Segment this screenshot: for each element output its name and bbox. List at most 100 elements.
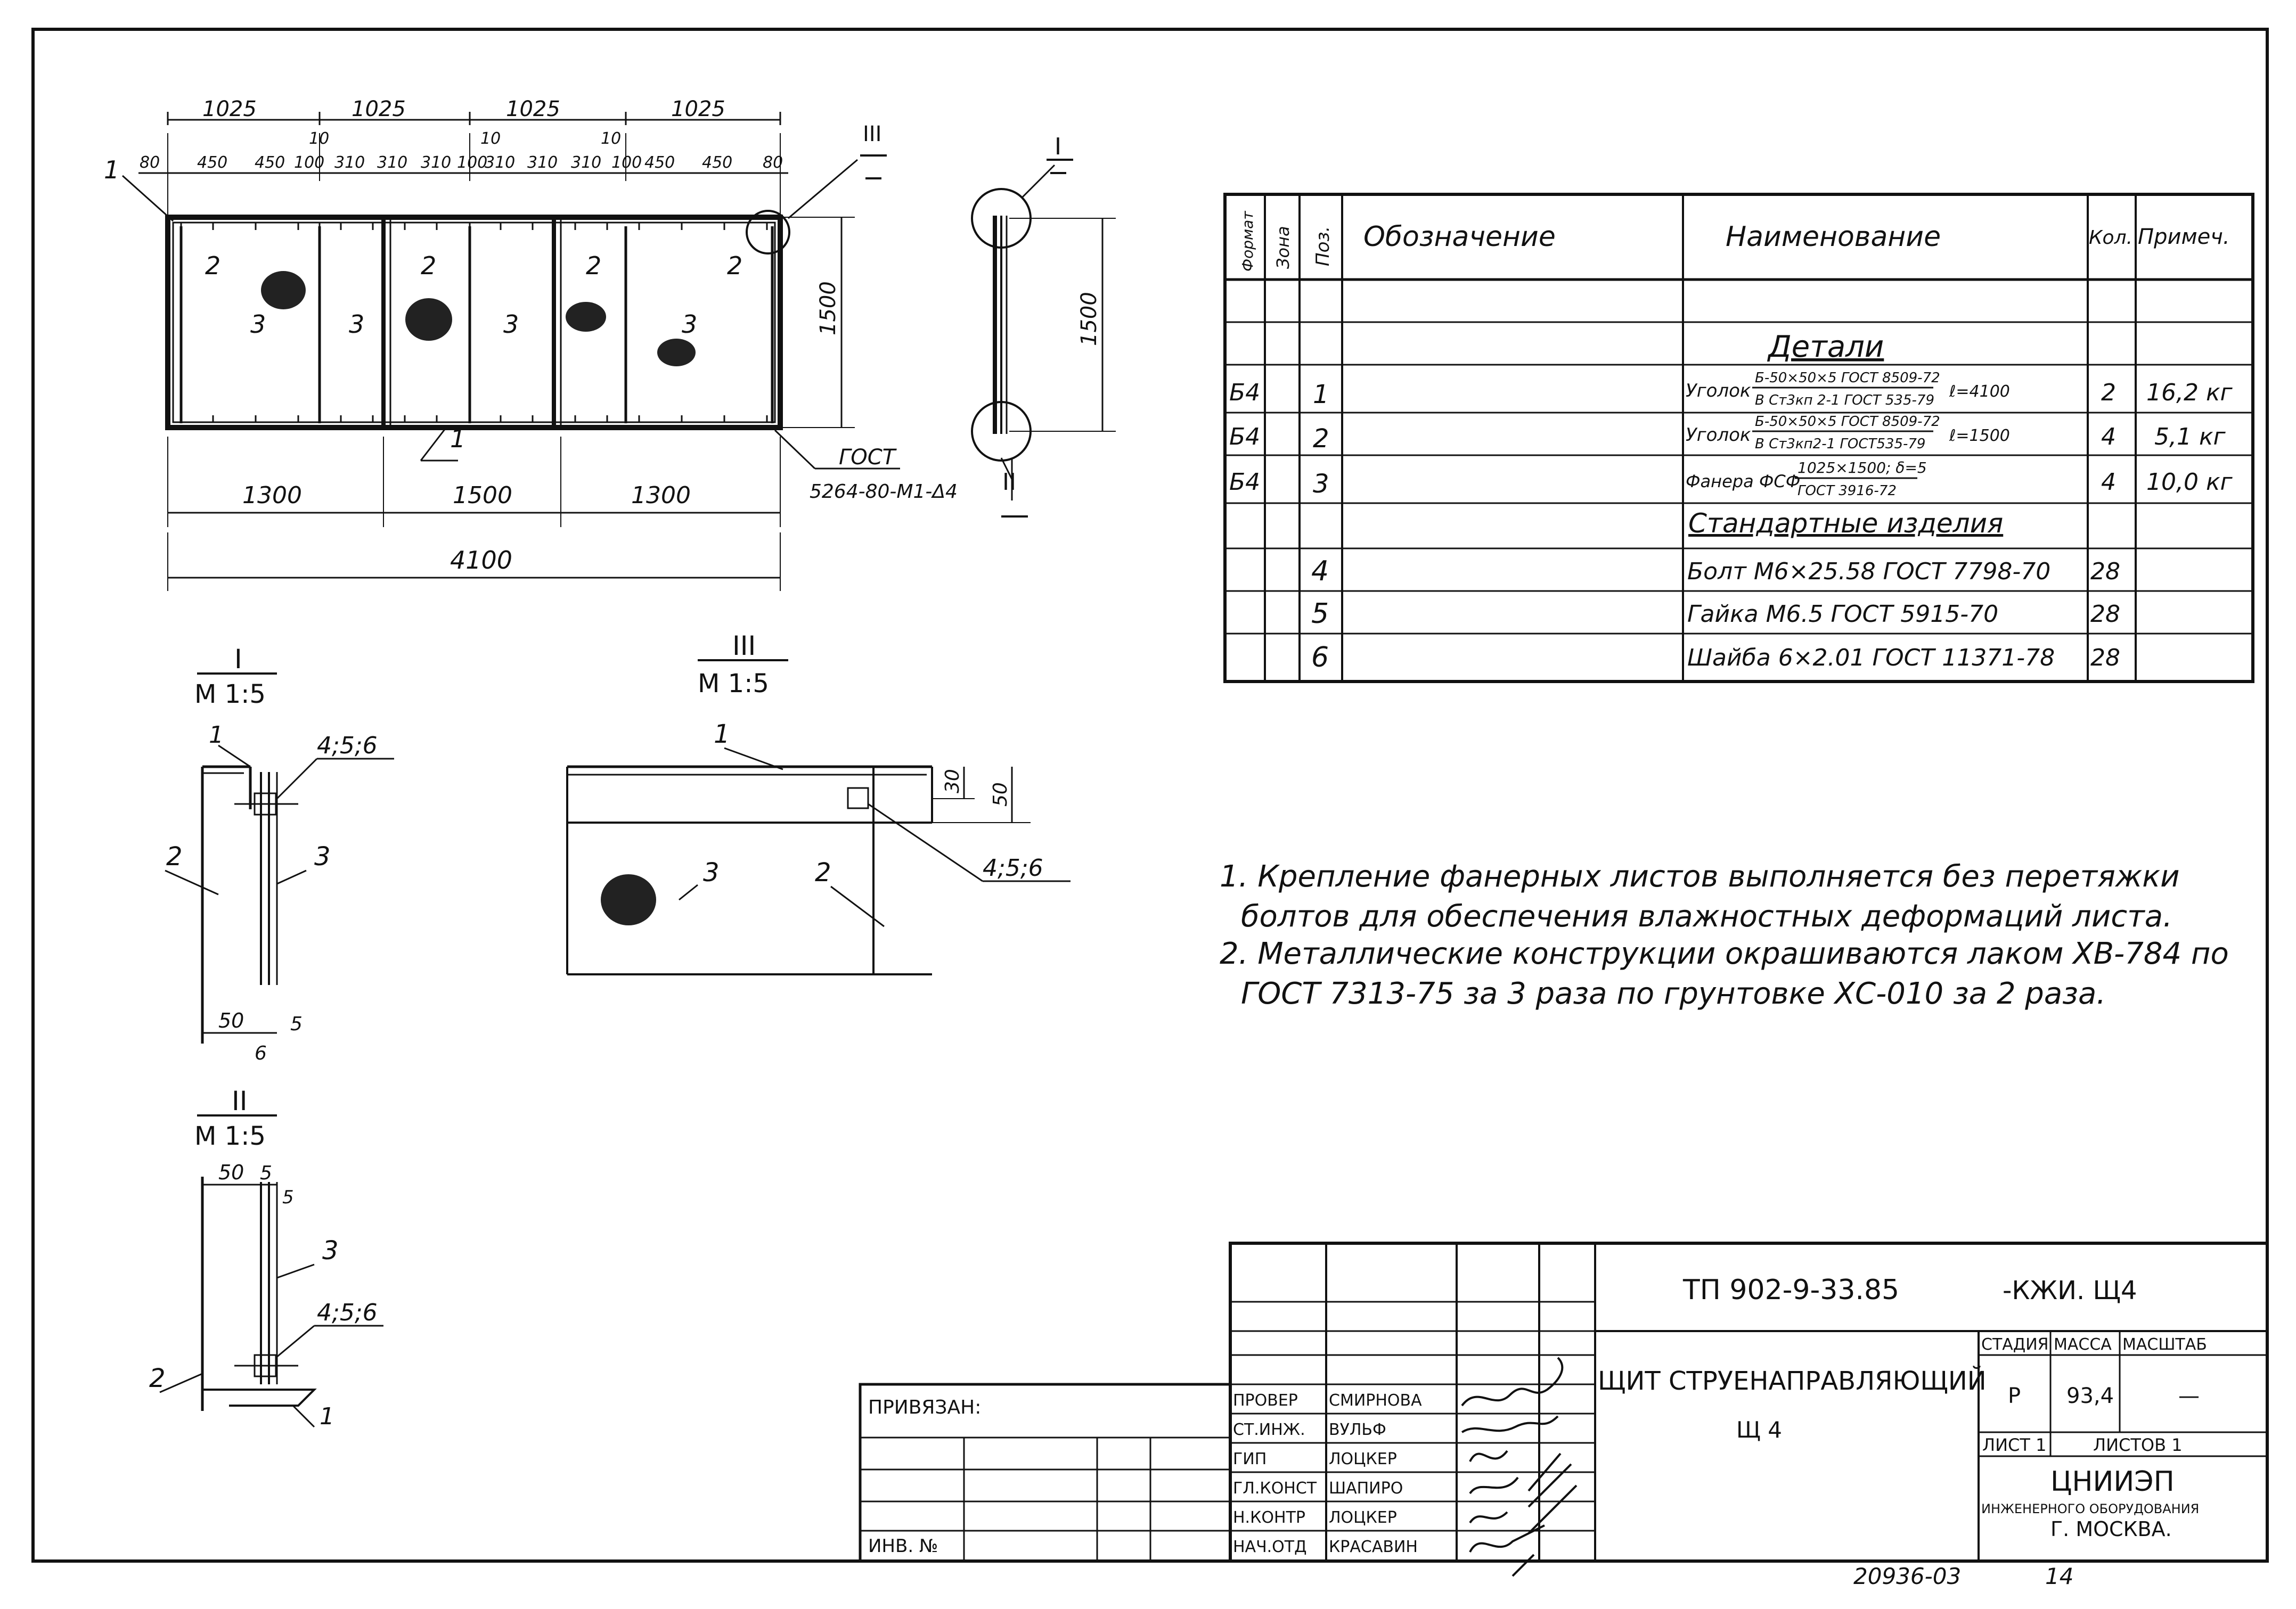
tb-name-4: ШАПИРО [1329,1479,1403,1498]
row3-note: 10,0 кг [2146,469,2233,496]
row3-format: Б4 [1229,469,1260,496]
row1-frac-top: Б-50×50×5 ГОСТ 8509-72 [1755,370,1940,386]
row1-name: Уголок [1686,380,1751,401]
sub-dim-14: 450 [702,153,732,172]
tb-role-6: НАЧ.ОТД [1233,1538,1307,1556]
row1-format: Б4 [1229,379,1260,406]
detail-I-scale: М 1:5 [194,679,266,709]
footer-page: 14 [2045,1563,2073,1589]
detail-I-label-3: 3 [314,842,331,872]
tb-stage-label: СТАДИЯ [1981,1335,2049,1354]
row2-suffix: ℓ=1500 [1949,426,2010,445]
row2-frac-top: Б-50×50×5 ГОСТ 8509-72 [1755,414,1940,430]
hdr-name: Наименование [1726,221,1941,253]
row2-qty: 4 [2101,423,2116,450]
tb-role-2: СТ.ИНЖ. [1233,1421,1305,1439]
detail-I-label-456: 4;5;6 [317,732,378,759]
tb-org-sub: ИНЖЕНЕРНОГО ОБОРУДОВАНИЯ [1981,1501,2199,1516]
sub-dim-13: 450 [644,153,675,172]
sub-dim-4: 100 [294,153,324,172]
pos-label-1-bottom: 1 [450,424,465,453]
row6-qty: 28 [2090,644,2120,671]
tb-sheet: ЛИСТ 1 [1982,1435,2046,1455]
sub-dim-8: 100 [457,153,487,172]
tb-name-5: ЛОЦКЕР [1329,1508,1397,1527]
detail-I: I М 1:5 1 4;5;6 2 3 50 5 6 [165,644,394,1064]
tb-scale-label: МАСШТАБ [2122,1335,2207,1354]
detail-I-dim-50: 50 [218,1009,244,1032]
inv-label: ИНВ. № [868,1536,938,1557]
top-dim-4: 1025 [671,97,725,121]
hdr-qty: Кол. [2089,227,2132,249]
main-view: III 1025 1025 1025 1025 80 450 450 100 3… [104,97,958,591]
row1-pos: 1 [1313,380,1329,409]
tb-title: ЩИТ СТРУЕНАПРАВЛЯЮЩИЙ [1598,1366,1987,1396]
detail-II-label-2: 2 [149,1364,166,1393]
top-dim-3: 1025 [506,97,560,121]
ten-1: 10 [309,129,329,148]
detail-III-scale: М 1:5 [698,669,769,699]
gost-note-1: ГОСТ [839,445,897,470]
detail-II-label-1: 1 [320,1403,334,1430]
row4-pos: 4 [1311,555,1329,587]
note-line-1: 1. Крепление фанерных листов выполняется… [1220,859,2180,894]
pos-label-3b: 3 [349,310,364,339]
bottom-dim-1: 1300 [242,482,302,509]
detail-II-label-456: 4;5;6 [317,1299,378,1326]
row5-pos: 5 [1311,598,1329,630]
tb-mass-label: МАССА [2054,1335,2112,1354]
spec-table: Формат Зона Поз. Обозначение Наименовани… [1223,193,2254,683]
detail-III-label-456: 4;5;6 [983,855,1043,882]
row2-note: 5,1 кг [2154,423,2226,450]
tb-role-4: ГЛ.КОНСТ [1233,1479,1317,1498]
hdr-zone: Зона [1273,226,1293,269]
row1-note: 16,2 кг [2146,379,2233,406]
height-dim: 1500 [816,281,840,335]
tb-role-1: ПРОВЕР [1233,1391,1298,1410]
tb-code: ТП 902-9-33.85 [1682,1274,1899,1306]
tb-stage: Р [2008,1384,2021,1408]
sub-dim-3: 450 [255,153,285,172]
tb-org: ЦНИИЭП [2050,1466,2175,1498]
detail-III: III М 1:5 30 50 1 3 2 4;5;6 [566,630,1071,975]
pos-label-2d: 2 [727,251,742,280]
detail-II-dim-5b: 5 [282,1187,294,1208]
detail-III-label-3: 3 [703,858,720,888]
sub-dim-10: 310 [527,153,558,172]
ten-3: 10 [601,129,621,148]
tb-name-3: ЛОЦКЕР [1329,1450,1397,1468]
tb-mass: 93,4 [2066,1384,2114,1408]
title-block: ПРИВЯЗАН: ИНВ. № ТП 902-9-33.85 -КЖИ. Щ4… [859,1242,2269,1577]
detail-I-label-2: 2 [166,842,183,872]
general-notes: 1. Крепление фанерных листов выполняется… [1220,859,2229,1011]
detail-II-dim-50: 50 [218,1161,244,1184]
bottom-dim-3: 1300 [631,482,691,509]
pos-label-2a: 2 [205,251,220,280]
gost-note-2: 5264-80-М1-Δ4 [810,481,958,503]
detail-I-label-1: 1 [209,721,224,749]
detail-II-title: II [232,1086,248,1117]
detail-I-dim-5: 5 [290,1013,303,1035]
note-line-4: ГОСТ 7313-75 за 3 раза по грунтовке ХС-0… [1241,976,2106,1011]
total-dim: 4100 [450,546,512,574]
tb-mark: -КЖИ. Щ4 [2003,1276,2137,1306]
row6-name: Шайба 6×2.01 ГОСТ 11371-78 [1687,644,2055,671]
hdr-designation: Обозначение [1363,221,1556,253]
detail-III-label-1: 1 [714,719,730,749]
sub-dim-9: 310 [485,153,515,172]
row2-pos: 2 [1313,424,1329,454]
row4-name: Болт М6×25.58 ГОСТ 7798-70 [1687,558,2050,585]
row3-qty: 4 [2101,469,2116,496]
detail-III-label-2: 2 [815,858,831,888]
tb-name-2: ВУЛЬФ [1329,1421,1386,1439]
row5-name: Гайка М6.5 ГОСТ 5915-70 [1687,601,1998,628]
hdr-pos: Поз. [1312,226,1334,266]
row2-name: Уголок [1686,424,1751,446]
pos-label-2b: 2 [421,251,436,280]
top-dim-2: 1025 [352,97,406,121]
side-height-dim: 1500 [1077,292,1101,346]
sub-dim-6: 310 [377,153,407,172]
signatures [1461,1357,1578,1577]
sub-dim-11: 310 [571,153,601,172]
